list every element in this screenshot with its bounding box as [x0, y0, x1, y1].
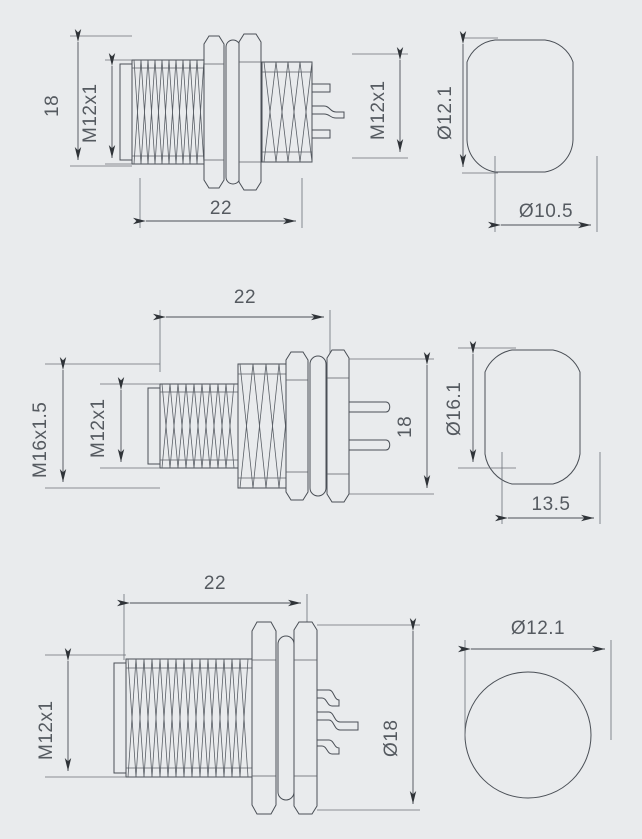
- dim-18-top: 18: [42, 29, 132, 167]
- middle-view-threaded-barrel: [147, 383, 239, 469]
- dim-label-dia18: Ø18: [381, 720, 402, 757]
- bottom-front-view: Ø12.1: [458, 618, 612, 799]
- middle-view-m16-thread: [237, 349, 391, 503]
- dim-label-m12x1-top-left: M12x1: [80, 83, 101, 143]
- middle-front-profile: [484, 349, 581, 485]
- dim-label-22-top: 22: [210, 198, 232, 219]
- dim-m12x1-bottom: M12x1: [36, 648, 126, 778]
- bottom-view-threaded-barrel: [113, 621, 359, 815]
- dim-label-dia121-top: Ø12.1: [435, 86, 456, 140]
- dim-m12x1-middle: M12x1: [88, 377, 160, 469]
- dim-label-22-bottom: 22: [204, 573, 226, 594]
- dim-label-m16x15: M16x1.5: [30, 402, 51, 478]
- dim-label-dia105-top: Ø10.5: [519, 201, 573, 222]
- bottom-side-view: 22: [36, 573, 420, 815]
- dim-dia121-bottom: Ø12.1: [458, 618, 612, 740]
- top-view-threaded-barrel: [119, 33, 262, 191]
- top-front-view: Ø12.1 Ø10.5: [435, 31, 598, 232]
- top-side-view: 18 M12x1 M12x1 22: [42, 29, 408, 228]
- bottom-front-profile: [464, 671, 592, 799]
- dim-label-18-top: 18: [42, 95, 63, 117]
- middle-front-view: Ø16.1 13.5: [444, 341, 601, 524]
- dim-135-middle: 13.5: [495, 452, 601, 524]
- dim-m12x1-top-left: M12x1: [80, 53, 132, 165]
- dim-22-bottom: 22: [117, 573, 308, 660]
- dim-label-dia161: Ø16.1: [444, 382, 465, 436]
- dim-m12x1-top-right: M12x1: [352, 47, 408, 159]
- top-front-profile: [466, 39, 574, 173]
- dim-22-top: 22: [133, 178, 303, 228]
- dim-label-m12x1-top-right: M12x1: [368, 80, 389, 140]
- dim-label-dia121-bottom: Ø12.1: [511, 618, 565, 639]
- dim-m16x15-middle: M16x1.5: [30, 357, 160, 489]
- dim-18-middle: 18: [349, 352, 434, 495]
- dim-dia161-middle: Ø16.1: [444, 341, 516, 469]
- dim-dia121-top: Ø12.1: [435, 31, 498, 174]
- dim-label-22-middle: 22: [234, 287, 256, 308]
- dim-dia105-top: Ø10.5: [488, 156, 598, 232]
- top-view-rear-thread: [261, 61, 345, 163]
- dim-dia18-bottom: Ø18: [317, 618, 420, 811]
- middle-side-view: 22: [30, 287, 434, 503]
- dim-label-m12x1-middle: M12x1: [88, 398, 109, 458]
- dim-label-18-middle: 18: [395, 416, 416, 438]
- dim-label-135: 13.5: [532, 494, 571, 515]
- dim-label-m12x1-bottom: M12x1: [36, 700, 57, 760]
